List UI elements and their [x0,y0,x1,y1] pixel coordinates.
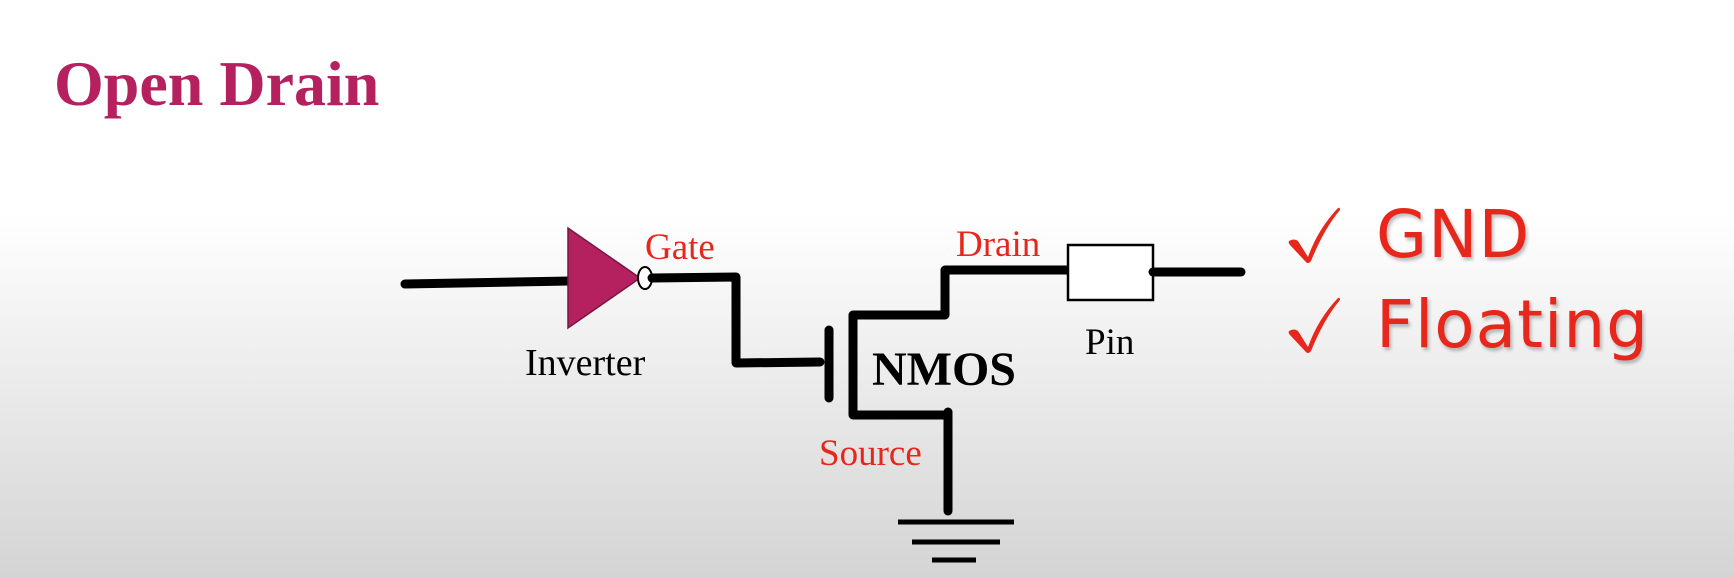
nmos-label: NMOS [872,343,1016,396]
inverter-label: Inverter [525,342,646,384]
inverter-symbol [567,226,642,330]
ground-symbol [898,519,1014,563]
slide-title: Open Drain [54,48,380,119]
state-item-gnd: GND [1286,190,1649,280]
nmos-channel [848,271,953,420]
source-label: Source [819,433,922,474]
pin-box [1066,243,1155,302]
gate-label: Gate [645,227,715,268]
state-text-gnd: GND [1376,196,1531,273]
check-icon [1288,297,1340,353]
drain-wire [940,265,1073,283]
state-text-floating: Floating [1376,286,1650,363]
gate-wire [647,272,825,368]
input-wire [400,276,575,289]
state-item-floating: Floating [1286,280,1649,370]
drain-label: Drain [956,224,1040,265]
output-states-list: GND Floating [1286,190,1649,370]
check-icon [1288,207,1340,263]
pin-label: Pin [1085,322,1134,363]
